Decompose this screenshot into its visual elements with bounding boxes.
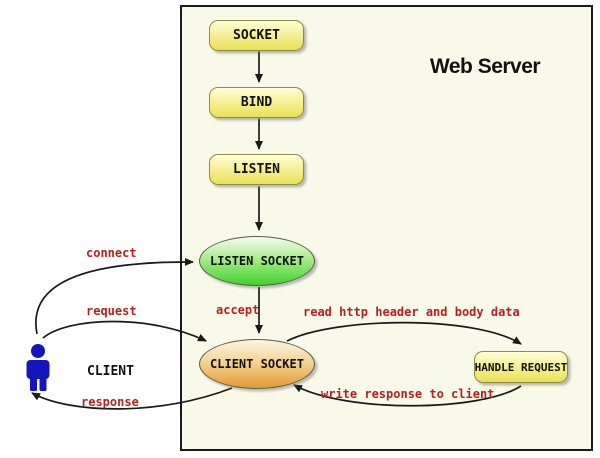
response-label: response	[81, 395, 139, 409]
client-socket-node: CLIENT SOCKET	[199, 339, 315, 389]
write-response-label: write response to client	[321, 387, 495, 401]
listen-socket-node: LISTEN SOCKET	[199, 236, 315, 286]
web-server-title: Web Server	[429, 55, 541, 78]
arrow-connect	[35, 257, 194, 335]
listen-node: LISTEN	[209, 154, 304, 185]
handle-request-node: HANDLE REQUEST	[474, 351, 568, 383]
socket-node: SOCKET	[209, 20, 304, 51]
read-http-label: read http header and body data	[303, 305, 520, 319]
bind-node: BIND	[209, 87, 304, 118]
connect-label: connect	[86, 246, 137, 260]
request-label: request	[86, 304, 137, 318]
accept-label: accept	[216, 303, 260, 317]
client-person-icon	[26, 344, 50, 391]
client-label: CLIENT	[87, 364, 134, 379]
